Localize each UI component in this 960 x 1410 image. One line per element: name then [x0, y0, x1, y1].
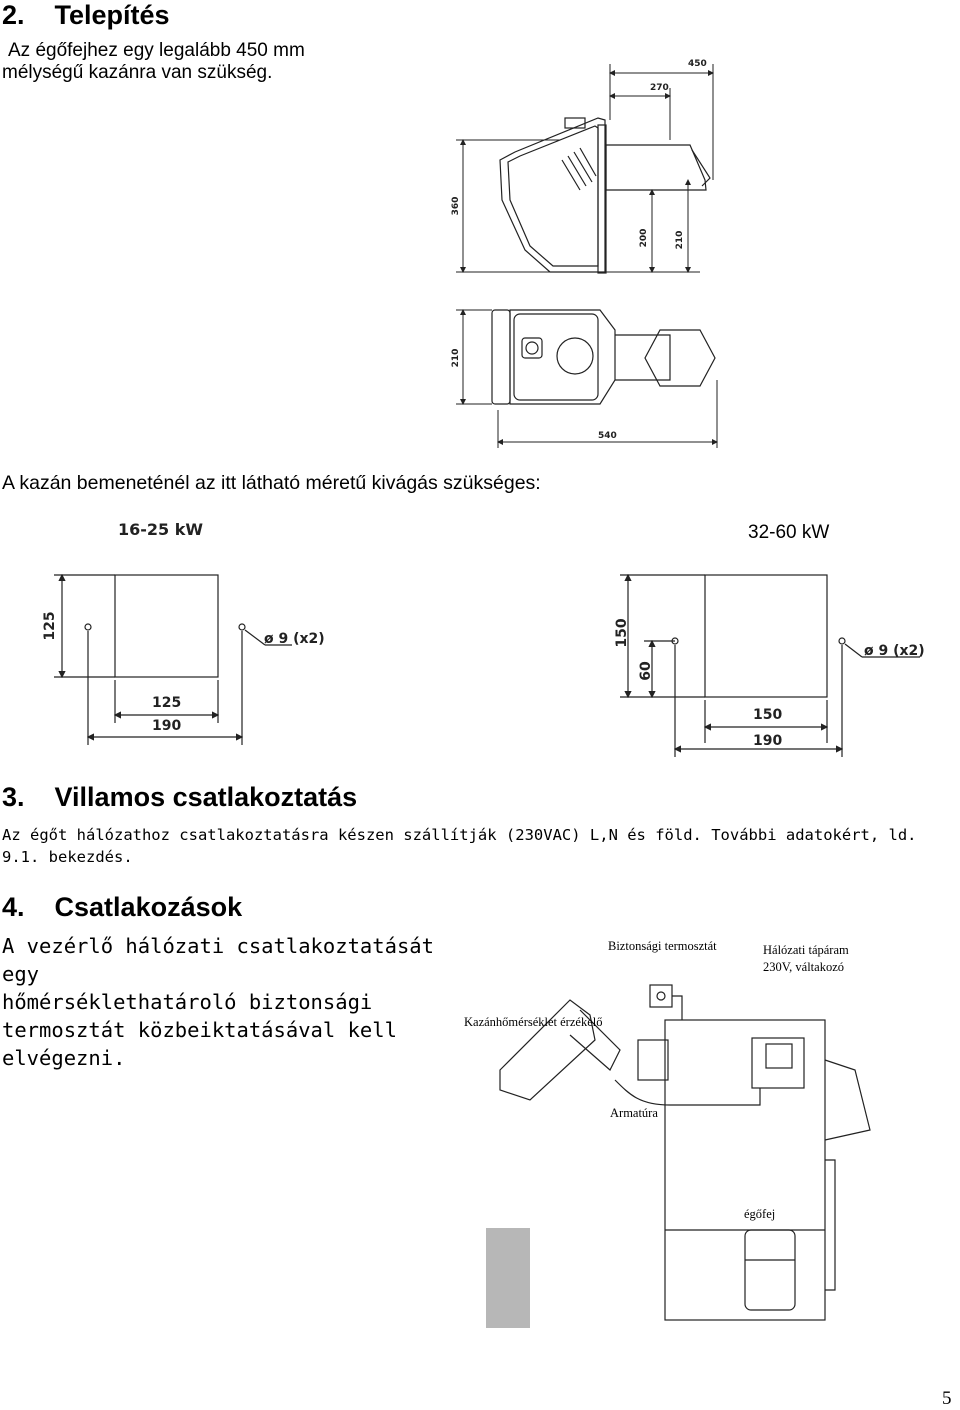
- page-number: 5: [942, 1388, 952, 1409]
- cutout-sentence: A kazán bemeneténél az itt látható méret…: [2, 472, 541, 494]
- burner-tube-outline: [605, 144, 707, 191]
- dim-540: 540: [598, 431, 617, 441]
- label-safety-thermostat: Biztonsági termosztát: [608, 939, 717, 953]
- section-2-intro-line2: mélységű kazánra van szükség.: [2, 62, 273, 83]
- boiler-body: [664, 1019, 826, 1321]
- section-3-title: Villamos csatlakoztatás: [54, 782, 358, 812]
- cutout-large-dim-60: 60: [638, 661, 654, 681]
- cutout-small-dim-190: 190: [152, 718, 181, 734]
- burner-top-outline: [509, 309, 616, 405]
- burner-head: [744, 1229, 796, 1311]
- cutout-large-dim-150h: 150: [753, 707, 782, 723]
- section-4-body-line1: A vezérlő hálózati csatlakoztatását egy: [2, 934, 434, 986]
- section-4-body-line3: termosztát közbeiktatásával kell: [2, 1018, 397, 1042]
- cutout-small-dim-125h: 125: [152, 695, 181, 711]
- cutout-large-dim-190: 190: [753, 733, 782, 749]
- burner-hopper-outline: [499, 117, 606, 273]
- cutout-large-square: [704, 574, 828, 698]
- dim-450: 450: [688, 59, 707, 69]
- section-2-intro-line1: Az égőfejhez egy legalább 450 mm: [8, 40, 305, 61]
- label-boiler-sensor: Kazánhőmérséklet érzékelő: [464, 1015, 602, 1029]
- dim-360: 360: [451, 197, 461, 216]
- grey-bar: [486, 1228, 530, 1328]
- boiler-sensor-box: [637, 1039, 669, 1081]
- label-burner-head: égőfej: [744, 1207, 775, 1221]
- safety-thermostat-box: [649, 984, 673, 1008]
- cutout-large-title: 32-60 kW: [748, 522, 829, 543]
- cutout-large: 32-60 kW 150 60 150 190 ø 9 (x2): [614, 522, 925, 757]
- connection-diagram: Biztonsági termosztát Hálózati tápáram 2…: [464, 939, 871, 1328]
- hopper-arm: [499, 999, 596, 1101]
- section-4-body-line4: elvégezni.: [2, 1046, 126, 1070]
- dim-200: 200: [639, 229, 649, 248]
- section-4-body: A vezérlő hálózati csatlakoztatását egy …: [2, 932, 452, 1072]
- cutout-small: 16-25 kW 125 125 190 ø 9 (x2): [42, 520, 325, 745]
- cutout-small-hole: ø 9 (x2): [264, 631, 325, 647]
- burner-dimension-drawing: 450 270 360 200 210 210 540: [451, 59, 718, 448]
- section-3-heading: 3. Villamos csatlakoztatás: [2, 782, 357, 813]
- label-supply-line2: 230V, váltakozó: [763, 960, 844, 974]
- section-2-title: Telepítés: [54, 0, 170, 30]
- cutout-small-dim-125v: 125: [42, 611, 58, 640]
- section-2-heading: 2. Telepítés: [2, 0, 170, 31]
- cutout-large-hole: ø 9 (x2): [864, 643, 925, 659]
- cutout-large-dim-150v: 150: [614, 618, 630, 647]
- cutout-drawings: 16-25 kW 125 125 190 ø 9 (x2) 32-60 kW: [42, 520, 925, 757]
- section-4-body-line2: hőmérséklethatároló biztonsági: [2, 990, 373, 1014]
- section-4-heading: 4. Csatlakozások: [2, 892, 242, 923]
- section-3-body-line1: Az égőt hálózathoz csatlakoztatásra kész…: [2, 826, 917, 844]
- section-4-number: 4.: [2, 892, 25, 922]
- label-supply-line1: Hálózati tápáram: [763, 943, 849, 957]
- dim-210-side: 210: [675, 231, 685, 250]
- section-3-body-line2: 9.1. bekezdés.: [2, 848, 133, 866]
- section-2-number: 2.: [2, 0, 25, 30]
- control-panel: [751, 1037, 805, 1089]
- dim-270: 270: [650, 83, 669, 93]
- cutout-small-title: 16-25 kW: [118, 520, 203, 539]
- section-3-number: 3.: [2, 782, 25, 812]
- label-fitting: Armatúra: [610, 1106, 658, 1120]
- section-4-title: Csatlakozások: [54, 892, 243, 922]
- cutout-small-square: [114, 574, 219, 678]
- dim-210-top: 210: [451, 349, 461, 368]
